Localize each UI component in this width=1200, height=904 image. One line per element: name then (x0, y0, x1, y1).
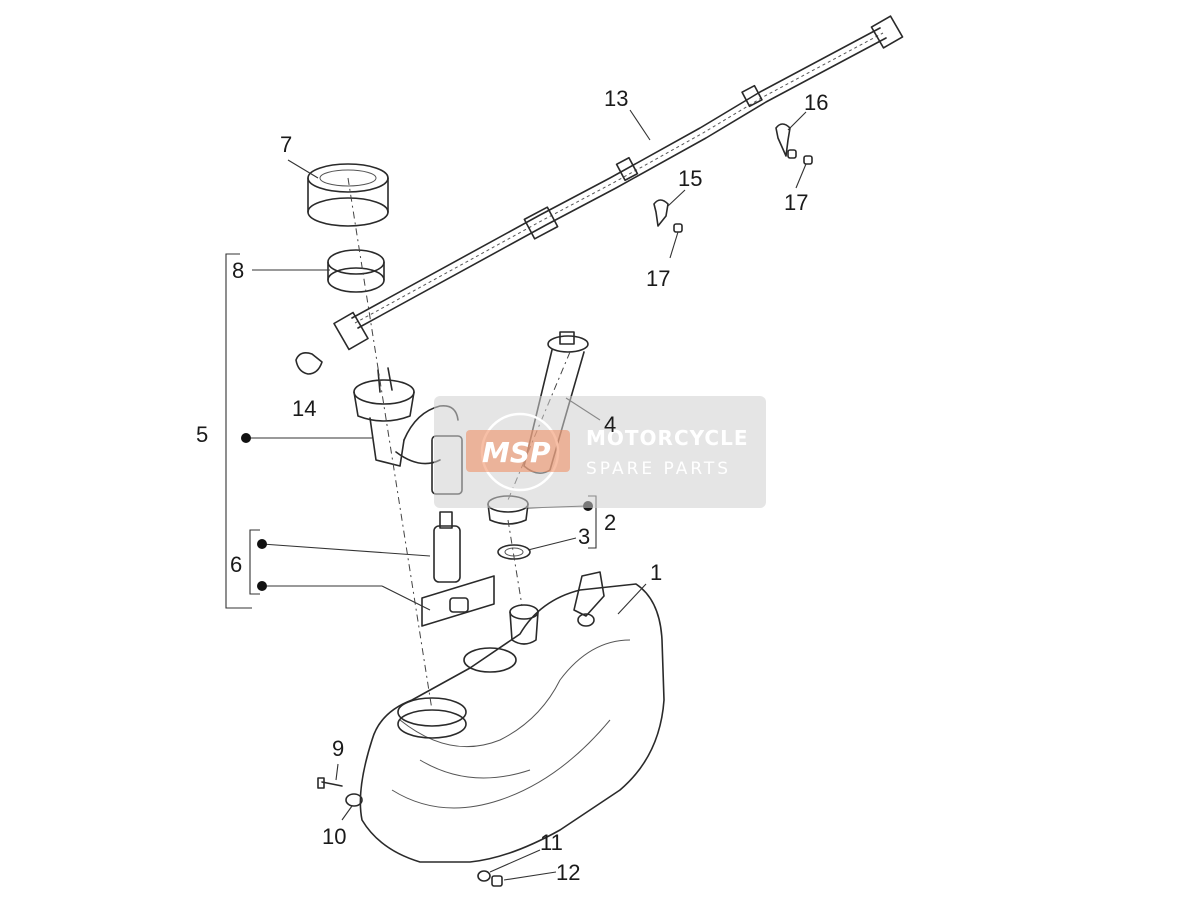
callout-14: 14 (292, 396, 316, 421)
callout-17-b: 17 (784, 190, 808, 215)
part-15-bracket (653, 199, 669, 227)
watermark-logo-badge (466, 430, 570, 472)
leader-dot-6a (257, 539, 267, 549)
part-7-ring-nut (307, 163, 389, 227)
part-14-clip (295, 352, 323, 375)
part-12-nut (491, 875, 503, 887)
part-10-washer (345, 793, 363, 807)
callout-7: 7 (280, 132, 292, 157)
part-11-spacer (477, 870, 491, 882)
part-8-gasket (327, 249, 385, 293)
watermark-logo-text: MSP (482, 436, 551, 469)
watermark-title: MOTORCYCLE (586, 426, 748, 450)
callout-15: 15 (678, 166, 702, 191)
callout-8: 8 (232, 258, 244, 283)
leader-lines (225, 109, 807, 881)
part-6-pump-motor (421, 511, 495, 627)
callout-1: 1 (650, 560, 662, 585)
part-1-fuel-tank (359, 571, 665, 863)
leader-dot-6b (257, 581, 267, 591)
leader-dot-5 (241, 433, 251, 443)
callout-2: 2 (604, 510, 616, 535)
callout-11: 11 (540, 830, 563, 855)
callout-16: 16 (804, 90, 828, 115)
callout-10: 10 (322, 824, 346, 849)
watermark: MSP MOTORCYCLE SPARE PARTS (434, 396, 766, 508)
callout-6: 6 (230, 552, 242, 577)
callout-4: 4 (604, 412, 616, 437)
part-9-bolt (317, 777, 343, 789)
part-16-bracket (775, 123, 791, 157)
callout-13: 13 (604, 86, 628, 111)
watermark-subtitle: SPARE PARTS (586, 459, 731, 479)
callout-5: 5 (196, 422, 208, 447)
callout-17-a: 17 (646, 266, 670, 291)
callout-labels: 1 2 3 4 5 6 7 8 9 10 11 12 13 14 15 16 1… (196, 86, 828, 885)
part-13-wiring-harness (333, 15, 904, 351)
callout-3: 3 (578, 524, 590, 549)
callout-9: 9 (332, 736, 344, 761)
callout-12: 12 (556, 860, 580, 885)
